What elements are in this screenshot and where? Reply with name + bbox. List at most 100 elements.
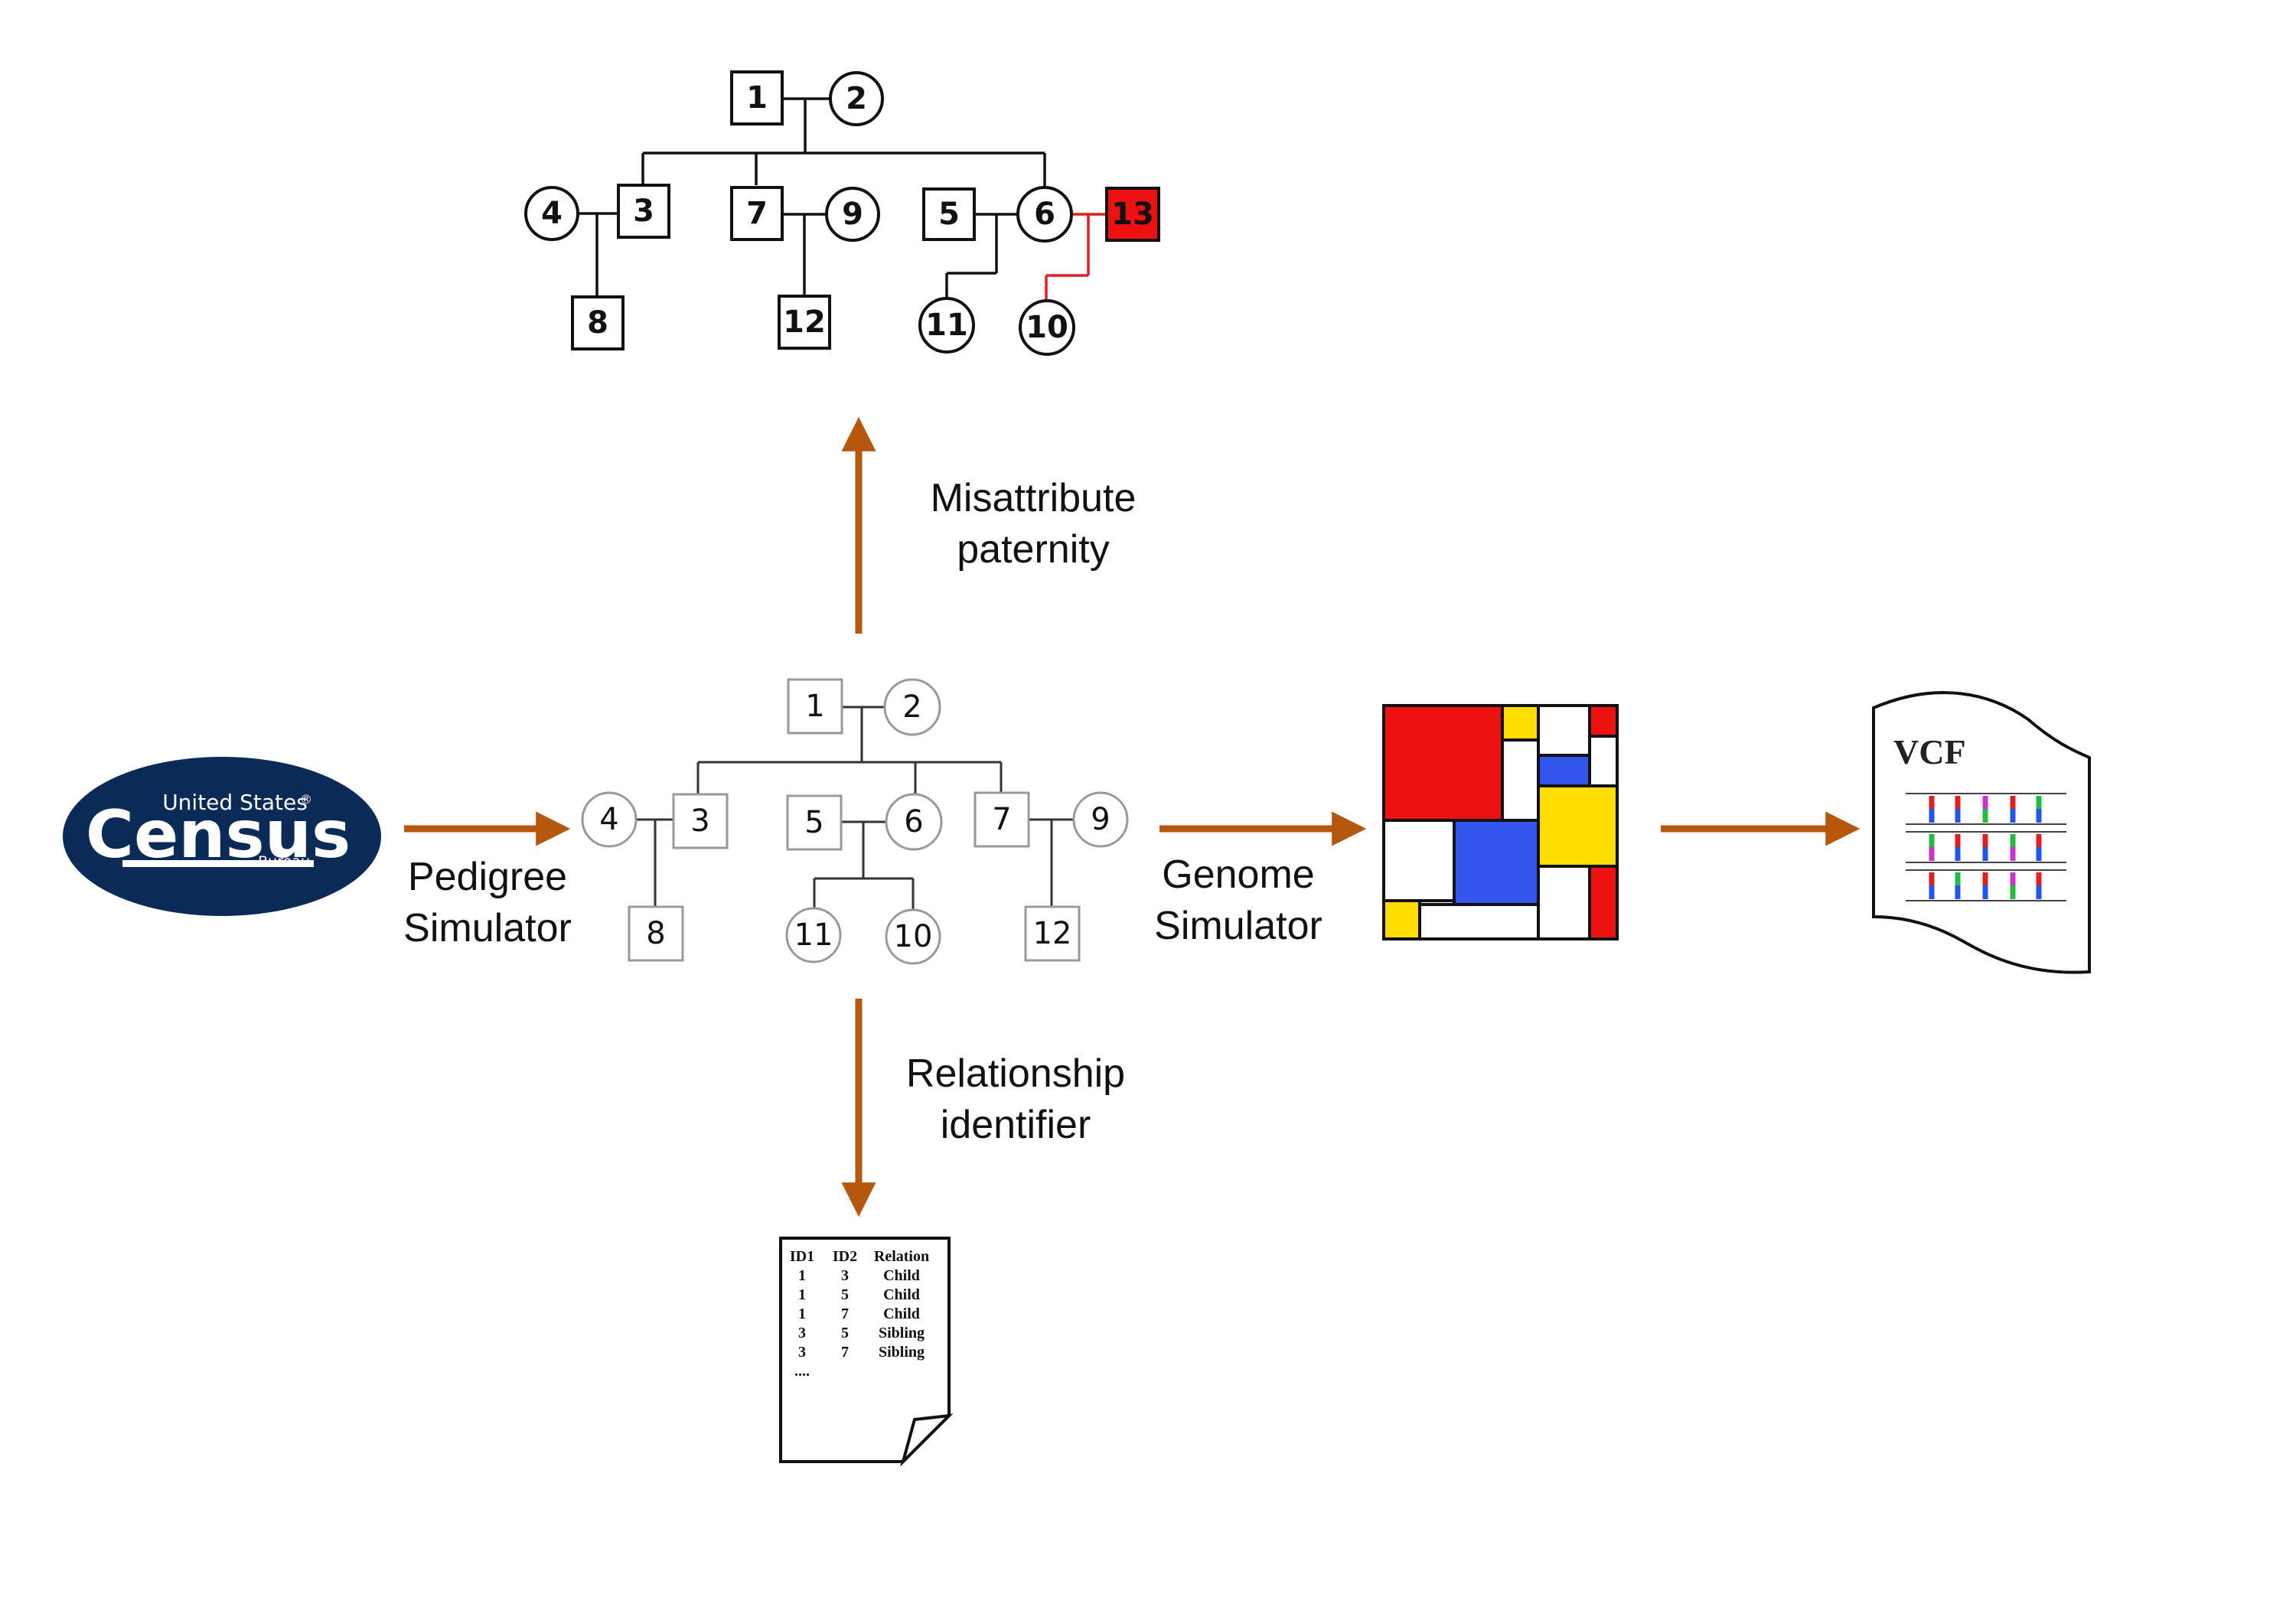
relation-table-row: 3 7 Sibling [798, 1344, 925, 1361]
center-node-2: 2 [883, 678, 941, 736]
mondrian-white-top [1537, 704, 1591, 757]
center-node-5: 5 [786, 794, 843, 851]
relationship-label-line2: identifier [941, 1103, 1091, 1147]
vcf-track-lines [1906, 793, 2066, 901]
mondrian-red-small-top [1588, 704, 1619, 738]
svg-text:Sibling: Sibling [879, 1325, 925, 1341]
pedigree-simulator-label-line1: Pedigree [408, 855, 567, 899]
genome-simulator-label-line2: Simulator [1154, 904, 1322, 948]
vcf-title: VCF [1893, 732, 1966, 771]
svg-text:2: 2 [902, 689, 921, 725]
mondrian-yellow-bottom [1382, 899, 1421, 940]
svg-text:3: 3 [841, 1267, 849, 1284]
logo-underline [122, 860, 314, 867]
svg-text:4: 4 [599, 802, 618, 837]
top-pedigree-lines [578, 97, 1046, 298]
relationship-label-line1: Relationship [906, 1051, 1125, 1096]
svg-text:6: 6 [1034, 197, 1055, 232]
top-node-1: 1 [730, 70, 784, 125]
center-node-4: 4 [581, 791, 638, 848]
logo-top-text: United States [162, 790, 308, 815]
top-node-13-misattributed-father: 13 [1105, 187, 1160, 242]
svg-text:5: 5 [841, 1325, 849, 1341]
top-node-2: 2 [829, 71, 884, 126]
relation-table-row: 1 3 Child [798, 1267, 920, 1284]
svg-text:1: 1 [746, 80, 768, 116]
svg-text:13: 13 [1111, 197, 1154, 232]
mondrian-blue-big [1453, 819, 1540, 906]
svg-text:Child: Child [883, 1286, 920, 1303]
vcf-variant-marks [1929, 796, 2042, 899]
misattributed-pedigree: 1 2 4 3 7 9 5 6 13 8 12 11 10 [524, 70, 1160, 356]
mondrian-big-red [1382, 704, 1504, 822]
svg-text:7: 7 [841, 1344, 849, 1361]
svg-text:12: 12 [783, 305, 826, 340]
genome-mondrian-block [1382, 704, 1619, 940]
svg-text:3: 3 [798, 1325, 806, 1341]
step-labels: Pedigree Simulator Genome Simulator Misa… [403, 476, 1322, 1147]
mondrian-white-left [1382, 819, 1456, 902]
svg-text:10: 10 [894, 919, 933, 954]
mondrian-red-bottom [1588, 865, 1619, 940]
top-node-8: 8 [571, 295, 625, 350]
center-node-9: 9 [1072, 791, 1129, 848]
top-node-11: 11 [918, 297, 975, 354]
svg-text:8: 8 [646, 916, 665, 951]
svg-text:Child: Child [883, 1305, 920, 1322]
genome-simulator-label-line1: Genome [1162, 852, 1314, 897]
svg-text:3: 3 [690, 804, 709, 839]
center-node-11: 11 [785, 907, 842, 963]
center-node-3: 3 [672, 793, 729, 849]
svg-text:Child: Child [883, 1267, 920, 1284]
document-folded-corner [900, 1413, 954, 1467]
mondrian-white-bottom [1418, 903, 1540, 940]
svg-text:1: 1 [798, 1305, 806, 1322]
flow-arrows [404, 416, 1861, 1217]
mondrian-white-bottom-right [1537, 865, 1591, 940]
relation-table-ellipsis: .... [794, 1363, 810, 1380]
header-relation: Relation [874, 1248, 929, 1265]
mondrian-blue-small [1537, 754, 1591, 787]
svg-text:1: 1 [798, 1286, 806, 1303]
misattributed-paternity-lines [1045, 213, 1107, 300]
svg-text:4: 4 [541, 196, 563, 231]
svg-text:7: 7 [992, 802, 1011, 837]
logo-bottom-text: Bureau [258, 853, 310, 870]
center-node-10: 10 [885, 908, 941, 965]
center-node-7: 7 [974, 791, 1030, 848]
relationship-table-document: ID1 ID2 Relation 1 3 Child 1 5 Child 1 7… [779, 1237, 954, 1467]
relation-table-row: 1 5 Child [798, 1286, 920, 1303]
svg-text:Sibling: Sibling [879, 1344, 925, 1361]
svg-text:9: 9 [1091, 802, 1110, 837]
svg-text:3: 3 [633, 194, 654, 229]
center-node-12: 12 [1024, 905, 1081, 962]
top-node-10: 10 [1019, 299, 1075, 356]
header-id2: ID2 [833, 1248, 857, 1265]
svg-text:8: 8 [587, 305, 608, 341]
svg-text:1: 1 [798, 1267, 806, 1284]
mondrian-yellow-small-top [1501, 704, 1540, 742]
top-node-9: 9 [825, 187, 880, 242]
svg-text:7: 7 [746, 196, 768, 231]
svg-text:10: 10 [1026, 310, 1068, 345]
mondrian-yellow-big [1537, 784, 1619, 868]
census-logo-ellipse [63, 757, 381, 916]
top-node-4: 4 [524, 186, 579, 241]
svg-text:1: 1 [805, 689, 824, 724]
svg-text:6: 6 [904, 804, 923, 839]
misattribute-label-line2: paternity [957, 527, 1109, 572]
svg-text:11: 11 [925, 308, 968, 343]
svg-text:11: 11 [794, 918, 833, 953]
top-node-5: 5 [922, 187, 976, 241]
pedigree-simulator-label-line2: Simulator [403, 906, 572, 950]
center-node-6: 6 [885, 793, 943, 851]
center-pedigree-lines [635, 706, 1074, 910]
misattribute-label-line1: Misattribute [931, 476, 1137, 520]
svg-text:2: 2 [846, 81, 867, 116]
svg-text:12: 12 [1033, 916, 1072, 951]
center-pedigree: 1 2 4 3 5 6 7 9 8 11 10 12 [581, 678, 1129, 965]
logo-registered-mark: ® [300, 792, 312, 807]
mondrian-white-right [1588, 735, 1619, 787]
vcf-file-icon: VCF [1872, 691, 2091, 974]
